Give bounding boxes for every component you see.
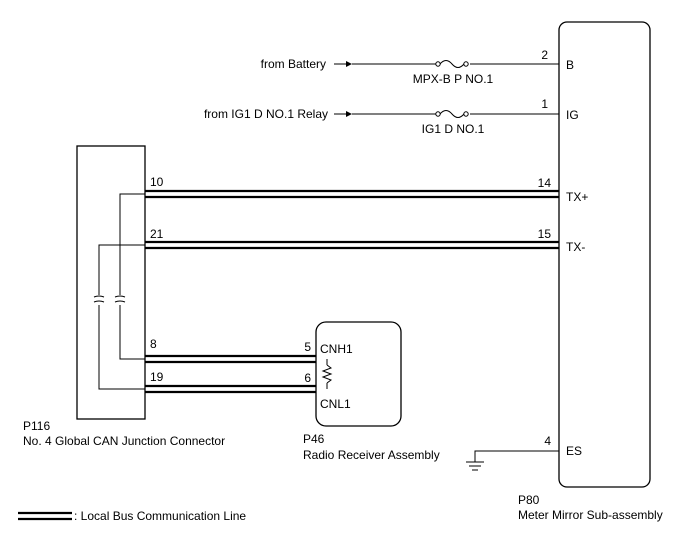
radio-pin-cnl1-label: CNL1 <box>320 397 351 411</box>
resistor-icon <box>321 359 333 389</box>
meter-pin-b-num: 2 <box>541 48 548 62</box>
meter-box <box>558 21 651 488</box>
junction-name: No. 4 Global CAN Junction Connector <box>23 434 225 448</box>
radio-name: Radio Receiver Assembly <box>303 448 440 462</box>
meter-pin-txm-label: TX- <box>566 240 585 254</box>
fuse-ig1d-label: IG1 D NO.1 <box>422 122 485 136</box>
radio-pin-cnh1-num: 5 <box>304 340 311 354</box>
bus-line-txp <box>145 189 559 199</box>
junction-pin-19: 19 <box>150 370 164 384</box>
source-battery-label: from Battery <box>261 57 326 71</box>
meter-pin-txm-num: 15 <box>538 227 552 241</box>
junction-pin-10: 10 <box>150 175 164 189</box>
junction-box <box>76 145 146 420</box>
bus-line-txm <box>145 240 559 250</box>
meter-pin-ig-num: 1 <box>541 97 548 111</box>
radio-pin-cnl1-num: 6 <box>304 371 311 385</box>
legend-line-icon <box>18 511 72 521</box>
fuse-ig1d-icon <box>435 109 470 119</box>
radio-pin-cnh1-label: CNH1 <box>320 342 353 356</box>
fuse-mpx-icon <box>435 59 470 69</box>
junction-code: P116 <box>23 419 50 433</box>
meter-pin-txp-label: TX+ <box>566 190 588 204</box>
ground-icon <box>466 461 484 471</box>
meter-pin-es-num: 4 <box>544 434 551 448</box>
arrow-ig1-icon <box>334 111 352 117</box>
meter-pin-b-label: B <box>566 58 574 72</box>
arrow-battery-icon <box>334 61 352 67</box>
legend-label: : Local Bus Communication Line <box>74 509 246 523</box>
meter-pin-es-label: ES <box>566 444 582 458</box>
junction-pin-21: 21 <box>150 227 164 241</box>
wire-es-ground <box>474 450 559 462</box>
source-ig1-label: from IG1 D NO.1 Relay <box>204 107 328 121</box>
junction-internal-wiring <box>98 193 145 390</box>
meter-pin-ig-label: IG <box>566 108 579 122</box>
bus-line-cnh1 <box>145 354 316 364</box>
meter-code: P80 <box>518 493 540 507</box>
bus-line-cnl1 <box>145 384 316 394</box>
radio-code: P46 <box>303 432 325 446</box>
meter-pin-txp-num: 14 <box>538 176 552 190</box>
fuse-mpx-label: MPX-B P NO.1 <box>413 72 494 86</box>
junction-pin-8: 8 <box>150 337 157 351</box>
meter-name: Meter Mirror Sub-assembly <box>518 508 663 522</box>
wire-break-symbol <box>93 295 126 303</box>
radio-box <box>315 321 402 427</box>
